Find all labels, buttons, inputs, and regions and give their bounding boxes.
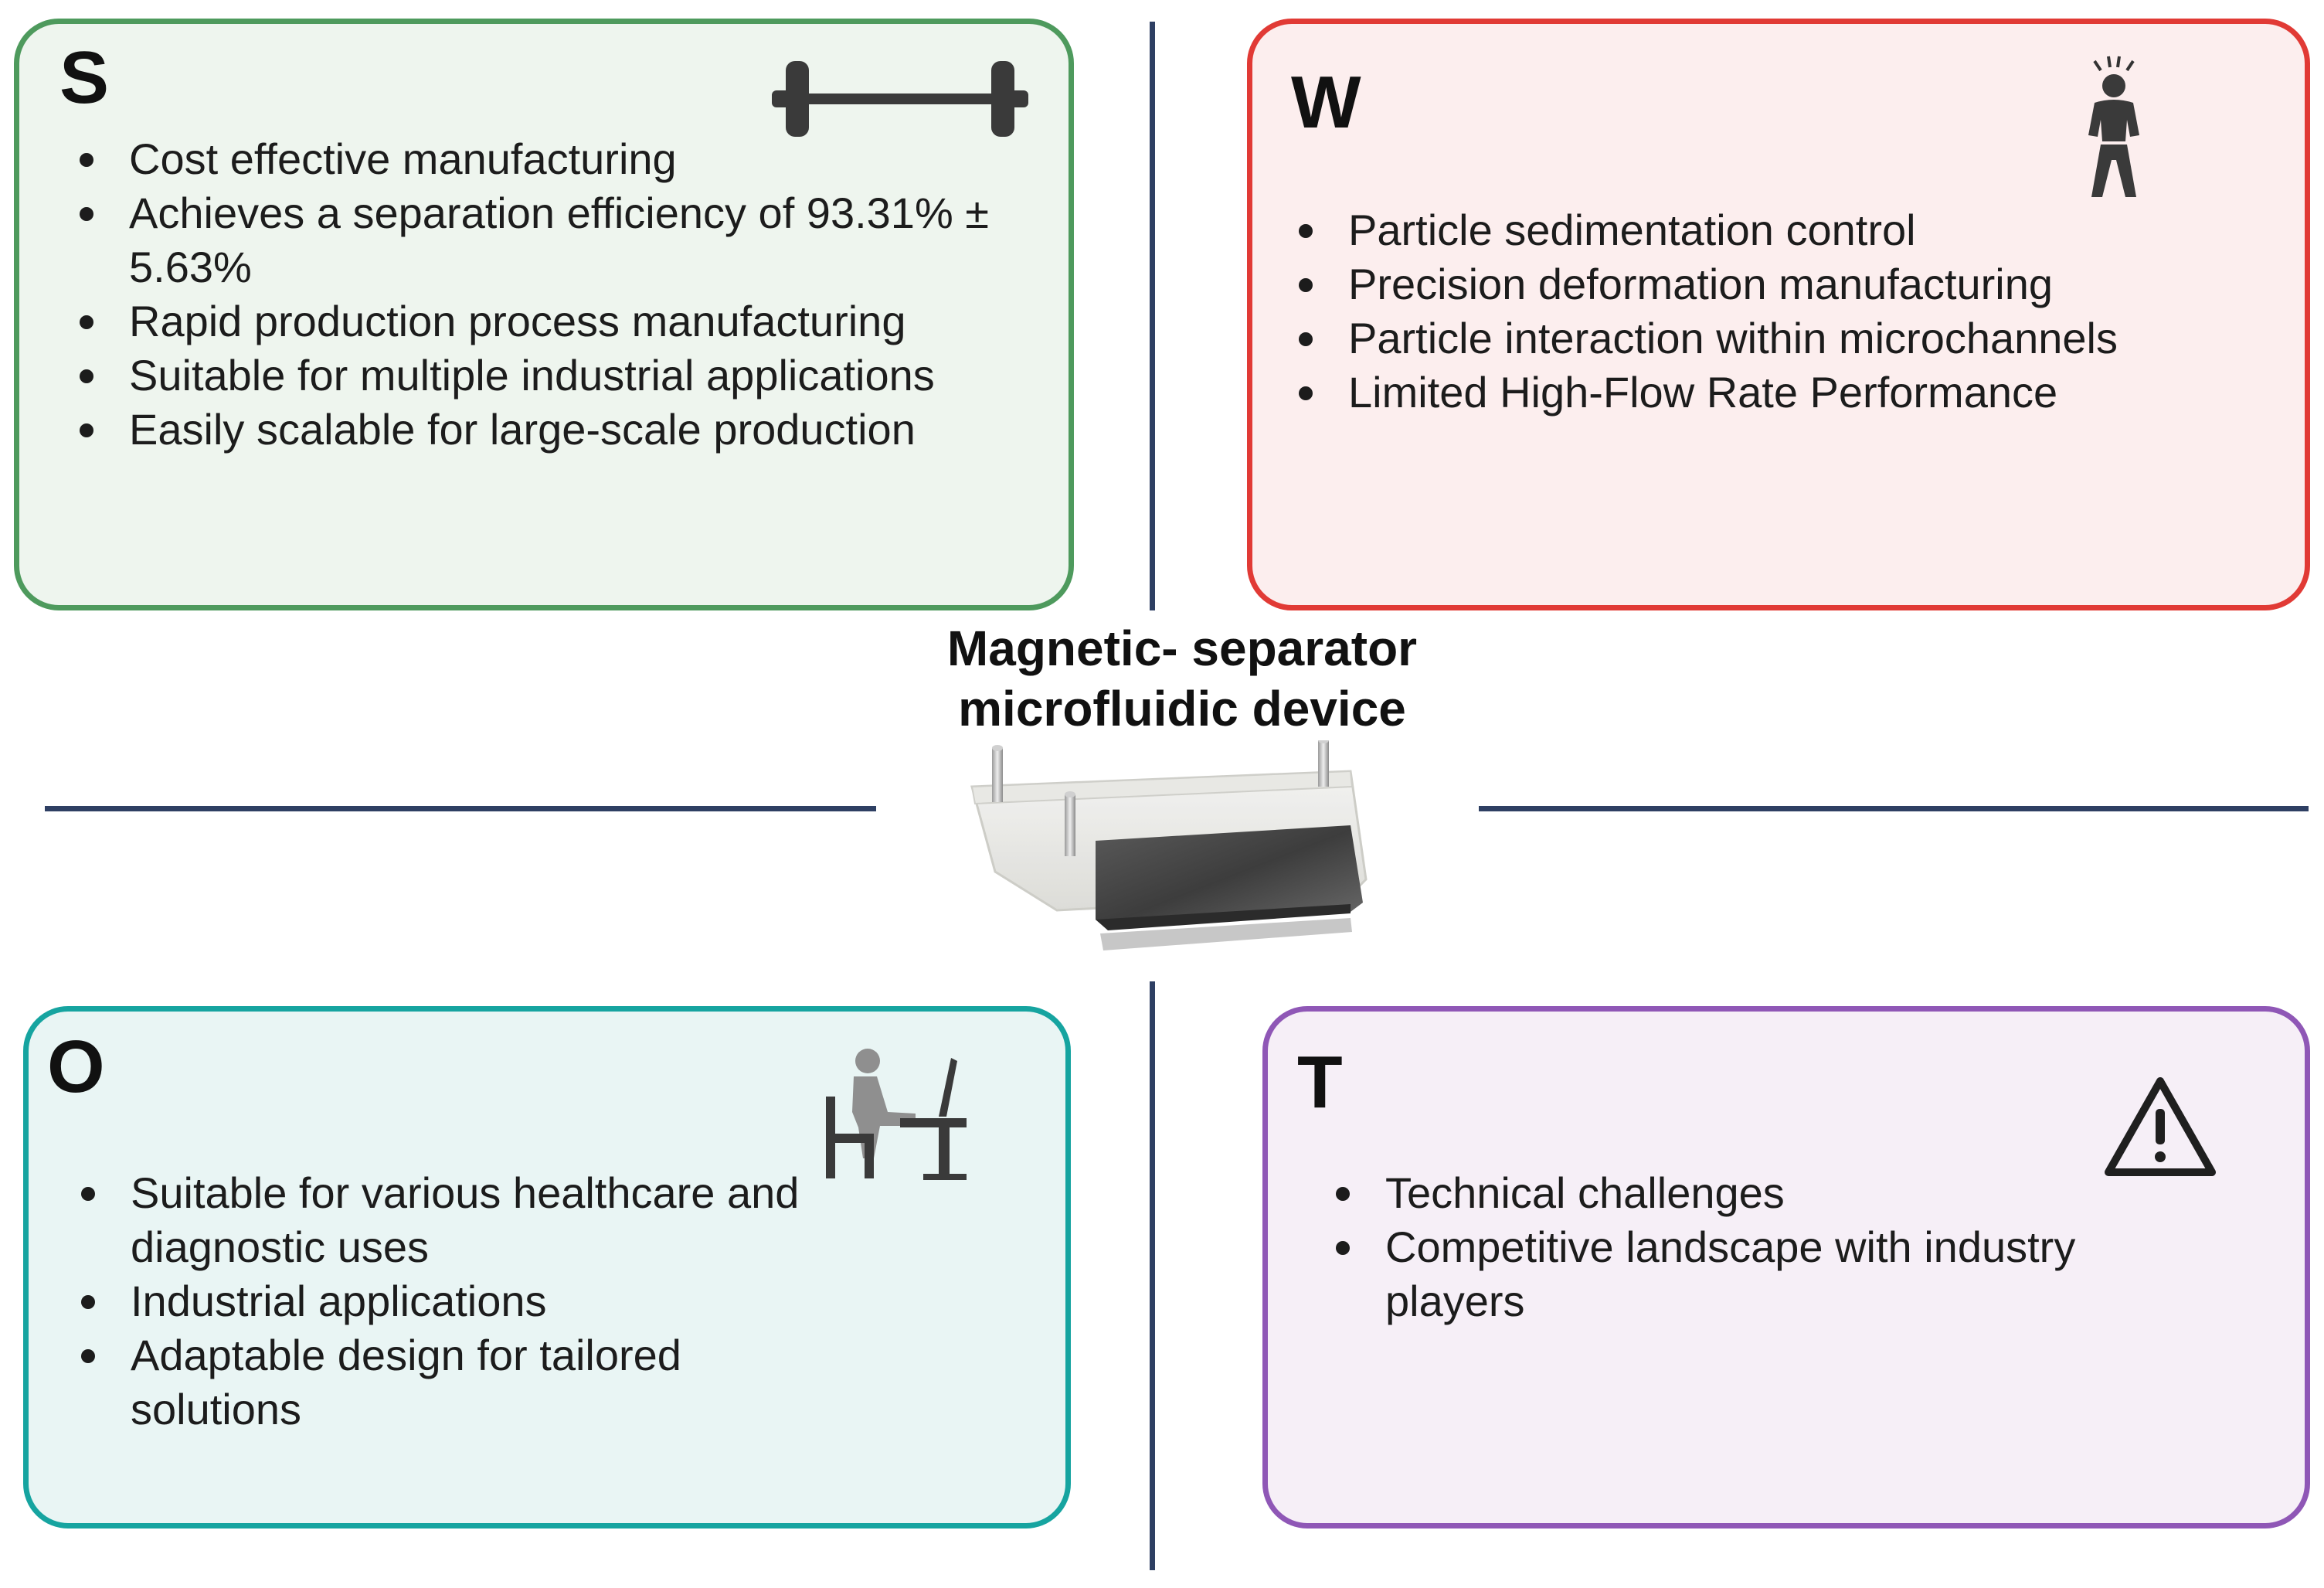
horizontal-divider-left: [45, 806, 876, 811]
list-item: Precision deformation manufacturing: [1294, 257, 2260, 311]
list-item: Suitable for various healthcare and diag…: [76, 1166, 834, 1274]
list-item: Easily scalable for large-scale producti…: [75, 403, 1041, 457]
list-item: Achieves a separation efficiency of 93.3…: [75, 186, 1041, 294]
list-item: Limited High-Flow Rate Performance: [1294, 366, 2260, 420]
center-title-line2: microfluidic device: [958, 681, 1406, 736]
opportunities-box: O Suitable for various healthcare and di…: [23, 1006, 1071, 1528]
list-item: Industrial applications: [76, 1274, 834, 1328]
threats-letter: T: [1297, 1041, 1343, 1124]
list-item: Technical challenges: [1331, 1166, 2220, 1220]
list-item: Particle sedimentation control: [1294, 203, 2260, 257]
strengths-letter: S: [59, 36, 110, 119]
strengths-list: Cost effective manufacturing Achieves a …: [75, 132, 1041, 457]
opportunities-letter: O: [47, 1025, 105, 1108]
center-title: Magnetic- separator microfluidic device: [888, 618, 1476, 739]
strengths-box: S Cost effective manufacturing Achieves …: [14, 19, 1074, 610]
vertical-divider-top: [1150, 22, 1155, 610]
vertical-divider-bottom: [1150, 981, 1155, 1570]
tired-person-icon: [2088, 56, 2139, 197]
weaknesses-list: Particle sedimentation control Precision…: [1294, 203, 2260, 420]
magnetic-separator-device-image: [970, 740, 1368, 950]
list-item: Cost effective manufacturing: [75, 132, 1041, 186]
threats-list: Technical challenges Competitive landsca…: [1331, 1166, 2220, 1328]
list-item: Suitable for multiple industrial applica…: [75, 349, 1041, 403]
opportunities-list: Suitable for various healthcare and diag…: [76, 1166, 834, 1437]
person-at-desk-icon: [826, 1049, 967, 1180]
horizontal-divider-right: [1479, 806, 2309, 811]
list-item: Particle interaction within microchannel…: [1294, 311, 2260, 366]
threats-box: T Technical challenges Competitive lands…: [1262, 1006, 2310, 1528]
list-item: Adaptable design for tailored solutions: [76, 1328, 834, 1437]
list-item: Competitive landscape with industry play…: [1331, 1220, 2220, 1328]
weaknesses-letter: W: [1291, 61, 1361, 144]
weaknesses-box: W Particle sedimentation control Precisi…: [1247, 19, 2310, 610]
warning-triangle-icon: [2105, 1077, 2216, 1176]
barbell-icon: [772, 61, 1028, 137]
center-title-line1: Magnetic- separator: [946, 621, 1418, 676]
list-item: Rapid production process manufacturing: [75, 294, 1041, 349]
